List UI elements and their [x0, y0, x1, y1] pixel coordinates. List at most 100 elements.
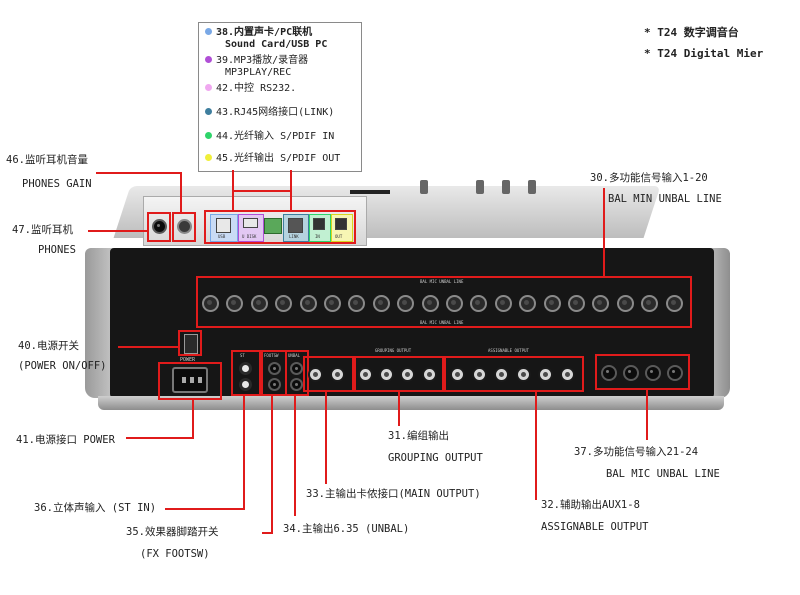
callout-32-title: 32.辅助输出AUX1-8 — [541, 499, 640, 511]
input-combo-jack-icon — [299, 295, 317, 312]
input-23-icon — [645, 365, 661, 381]
input-22-icon — [623, 365, 639, 381]
legend-text: MP3PLAY/REC — [225, 67, 292, 78]
aux-output-jack-icon — [516, 367, 531, 382]
aux-output-jack-icon — [450, 367, 465, 382]
input-combo-jack-icon — [519, 295, 537, 312]
usb-icon — [216, 218, 231, 233]
aux-output-jack-icon — [472, 367, 487, 382]
legend-dot-39 — [205, 56, 212, 63]
port-label: U DISK — [242, 234, 257, 239]
callout-32-sub: ASSIGNABLE OUTPUT — [541, 521, 649, 533]
port-label: LINK — [289, 234, 299, 239]
callout-46-sub: PHONES GAIN — [22, 178, 92, 190]
udisk-icon — [243, 218, 258, 228]
callout-35-title: 35.效果器脚踏开关 — [126, 526, 219, 538]
st-in-left-icon — [239, 362, 252, 375]
leader-line — [398, 392, 400, 426]
port-rs232 — [264, 218, 282, 234]
footsw-jack-a-icon — [268, 362, 281, 375]
callout-35-sub: (FX FOOTSW) — [140, 548, 210, 560]
leader-line — [271, 396, 273, 534]
input-combo-jack-icon — [372, 295, 390, 312]
callout-41-title: 41.电源接口 POWER — [16, 434, 115, 446]
leader-line — [126, 437, 194, 439]
leader-line — [243, 396, 245, 510]
legend-item-39: 39.MP3播放/录音器 MP3PLAY/REC — [205, 55, 308, 79]
input-combo-jack-icon — [543, 295, 561, 312]
leader-line — [646, 390, 648, 440]
group-out-4-icon — [422, 367, 437, 382]
aux-output-jack-icon — [494, 367, 509, 382]
port-label: IN — [315, 234, 320, 239]
callout-30-title: 30.多功能信号输入1-20 — [590, 172, 708, 184]
rj45-icon — [288, 218, 303, 233]
input-combo-jack-icon — [397, 295, 415, 312]
leader-line — [192, 398, 194, 439]
port-link: LINK — [283, 214, 309, 242]
strip-top-label: BAL MIC UNBAL LINE — [420, 279, 464, 284]
housing-slot — [350, 190, 390, 194]
callout-40-sub: (POWER ON/OFF) — [18, 360, 107, 372]
legend-dot-44 — [205, 132, 212, 139]
main-out-r-icon — [330, 367, 345, 382]
power-switch-frame — [178, 330, 202, 356]
base-rail — [98, 396, 724, 410]
group-out-2-icon — [379, 367, 394, 382]
legend-text: 38.内置声卡/PC联机 — [216, 27, 313, 38]
leader-line — [294, 396, 296, 516]
input-combo-jack-icon — [324, 295, 341, 312]
legend-item-43: 43.RJ45网络接口(LINK) — [205, 107, 334, 119]
optical-in-icon — [313, 218, 325, 230]
callout-34-title: 34.主输出6.35 (UNBAL) — [283, 523, 410, 535]
input-combo-jack-icon — [470, 295, 488, 312]
unbal-jack-r-icon — [290, 378, 303, 391]
aux-output-jack-icon — [538, 367, 553, 382]
aux-output-jack-icon — [560, 367, 575, 382]
legend-text: Sound Card/USB PC — [225, 39, 328, 50]
power-inlet-frame — [158, 362, 222, 400]
input-combo-jack-icon — [592, 295, 610, 312]
grouping-label: GROUPING OUTPUT — [375, 348, 412, 353]
leader-line — [88, 230, 148, 232]
input-24-icon — [667, 365, 683, 381]
callout-36-title: 36.立体声输入 (ST IN) — [34, 502, 157, 514]
leader-line — [118, 346, 180, 348]
callout-33-title: 33.主输出卡侬接口(MAIN OUTPUT) — [306, 488, 481, 500]
input-combo-jack-icon — [665, 295, 683, 312]
leader-line — [262, 532, 273, 534]
assignable-output-frame — [444, 356, 584, 392]
leader-line — [180, 172, 182, 214]
st-label: ST — [240, 353, 245, 358]
st-in-right-icon — [239, 378, 252, 391]
callout-37-sub: BAL MIC UNBAL LINE — [606, 468, 720, 480]
legend-dot-42 — [205, 84, 212, 91]
leader-line — [603, 188, 605, 278]
callout-31-title: 31.编组输出 — [388, 430, 449, 442]
input-combo-jack-icon — [348, 295, 366, 312]
top-knobs — [420, 180, 560, 194]
title-line-2: * T24 Digital Mier — [644, 47, 764, 60]
unbal-label: UNBAL — [288, 353, 301, 358]
input-combo-jack-icon — [641, 295, 659, 312]
callout-30-sub: BAL MIN UNBAL LINE — [608, 193, 722, 205]
legend-item-42: 42.中控 RS232. — [205, 83, 296, 95]
input-combo-jack-icon — [446, 295, 463, 312]
legend-text: 39.MP3播放/录音器 — [216, 55, 309, 66]
group-out-3-icon — [400, 367, 415, 382]
input-combo-jack-icon — [202, 295, 219, 312]
input-combo-jack-icon — [421, 295, 439, 312]
legend-text: 43.RJ45网络接口(LINK) — [216, 107, 335, 118]
input-combo-jack-icon — [494, 295, 512, 312]
legend-dot-45 — [205, 154, 212, 161]
legend-text: 44.光纤输入 S/PDIF IN — [216, 131, 335, 142]
port-udisk: U DISK — [238, 214, 264, 242]
unbal-jack-l-icon — [290, 362, 303, 375]
leader-line — [535, 392, 537, 500]
phones-gain-frame — [172, 212, 196, 242]
callout-46-title: 46.监听耳机音量 — [6, 154, 88, 166]
port-usb: USB — [210, 214, 238, 242]
input-combo-jack-icon — [616, 295, 634, 312]
group-out-1-icon — [358, 367, 373, 382]
strip-bottom-label: BAL MIC UNBAL LINE — [420, 320, 464, 325]
